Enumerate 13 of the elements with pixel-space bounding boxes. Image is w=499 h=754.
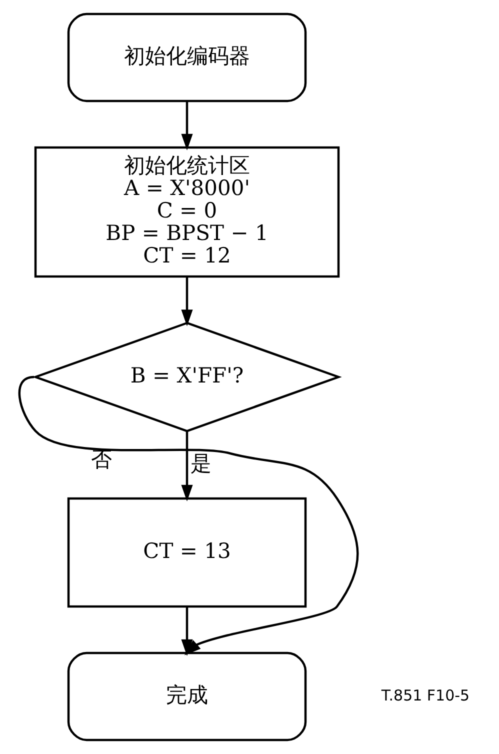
arrow [180,276,192,326]
node-box: CT = 13 [66,497,306,608]
arrow [18,376,358,656]
arrow [180,101,192,150]
arrow [180,606,192,656]
label: T.851 F10-5 [380,686,470,704]
edge-label: 是 [190,451,212,476]
edge-label: 否 [90,448,112,472]
node-box: 初始化统计区 A = X'8000' C = 0 BP = BPST − 1 CT = 12 [34,146,340,278]
arrow [180,431,192,502]
node-box: 初始化编码器 [66,12,306,102]
node-box: 完成 [66,652,306,742]
node-diamond: B = X'FF'? [32,322,342,432]
